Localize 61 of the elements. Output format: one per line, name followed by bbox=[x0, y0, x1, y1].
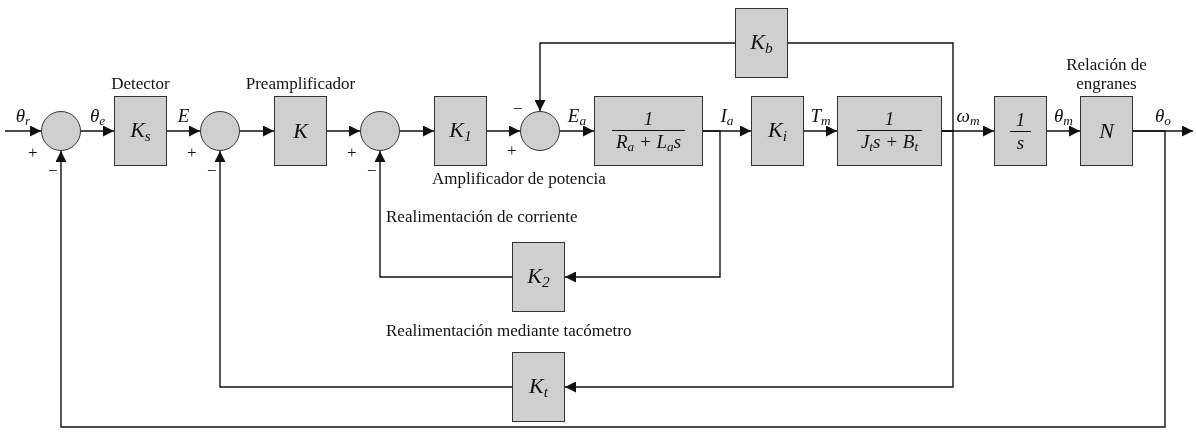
signal-label: θ$_{e}$ bbox=[89, 106, 106, 128]
signal-arrow bbox=[1046, 125, 1081, 137]
gain-label: K$_{s}$ bbox=[130, 117, 151, 145]
annotation: Amplificador de potencia bbox=[432, 170, 606, 189]
numerator: 1 bbox=[1009, 108, 1032, 132]
sign-label: − bbox=[367, 162, 377, 179]
signal-arrow bbox=[4, 125, 42, 137]
signal-label: ω$_{m}$ bbox=[956, 106, 980, 128]
transfer-function-block bbox=[434, 96, 487, 166]
gain-label: K$_{1}$ bbox=[449, 117, 472, 145]
signal-arrow bbox=[166, 125, 201, 137]
signal-label: T$_{m}$ bbox=[810, 106, 831, 128]
signal-label: θ$_{m}$ bbox=[1054, 106, 1073, 128]
signal-arrow bbox=[564, 130, 721, 283]
numerator: 1 bbox=[856, 107, 923, 131]
signal-arrow bbox=[239, 125, 275, 137]
signal-arrow bbox=[374, 150, 513, 278]
sign-label: + bbox=[28, 144, 38, 161]
signal-label: E$_{a}$ bbox=[567, 106, 587, 128]
gain-label: K$_{b}$ bbox=[750, 29, 773, 57]
transfer-function-block bbox=[594, 96, 703, 166]
sign-label: − bbox=[48, 162, 58, 179]
transfer-function-block bbox=[512, 242, 565, 312]
block-heading: Preamplificador bbox=[245, 74, 356, 96]
sign-label: + bbox=[507, 142, 517, 159]
signal-arrow bbox=[534, 42, 736, 112]
gain-label: N bbox=[1099, 118, 1114, 144]
transfer-function-block bbox=[512, 352, 565, 422]
signal-arrow bbox=[326, 125, 361, 137]
transfer-function-block bbox=[751, 96, 804, 166]
denominator: R$_{a}$ + L$_{a}$s bbox=[614, 130, 683, 155]
signal-arrow bbox=[80, 125, 115, 137]
gain-label: K$_{t}$ bbox=[529, 373, 548, 401]
signal-arrow bbox=[486, 125, 521, 137]
signal-arrow bbox=[214, 150, 513, 388]
annotation: Realimentación mediante tacómetro bbox=[386, 322, 632, 341]
signal-arrow bbox=[803, 125, 838, 137]
denominator: s bbox=[1015, 131, 1026, 154]
sign-label: − bbox=[513, 100, 523, 117]
block-heading: Detector bbox=[111, 74, 170, 96]
signal-label: θ$_{r}$ bbox=[15, 106, 31, 128]
signal-label: θ$_{o}$ bbox=[1155, 106, 1171, 128]
numerator: 1 bbox=[611, 107, 686, 131]
gain-label: K$_{2}$ bbox=[527, 263, 550, 291]
signal-arrow bbox=[399, 125, 435, 137]
signal-label: E bbox=[177, 106, 190, 125]
sign-label: + bbox=[187, 144, 197, 161]
transfer-function-block bbox=[994, 96, 1047, 166]
transfer-function-block bbox=[735, 8, 788, 78]
sign-label: + bbox=[347, 144, 357, 161]
block-heading: Relación de engranes bbox=[1065, 54, 1148, 96]
signal-label: I$_{a}$ bbox=[720, 106, 734, 128]
sign-label: − bbox=[207, 162, 217, 179]
gain-label: K$_{i}$ bbox=[768, 117, 787, 145]
denominator: J$_{t}$s + B$_{t}$ bbox=[859, 130, 920, 155]
signal-arrow bbox=[559, 125, 595, 137]
transfer-function-block bbox=[837, 96, 942, 166]
gain-label: K bbox=[293, 118, 308, 144]
annotation: Realimentación de corriente bbox=[386, 208, 578, 227]
signal-arrow bbox=[564, 130, 954, 393]
signal-arrow bbox=[55, 130, 1166, 428]
